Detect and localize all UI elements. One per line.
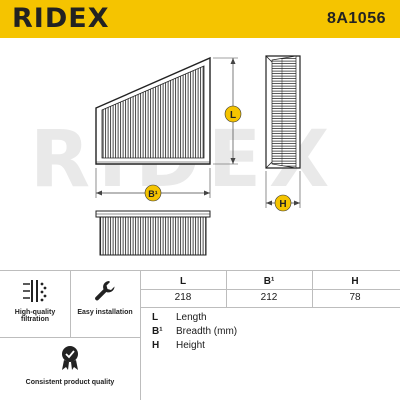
legend-text: Height	[176, 340, 205, 351]
breadth-dimension-line	[95, 168, 211, 202]
breadth-label: B¹	[148, 189, 158, 199]
feature-label: Consistent product quality	[25, 379, 115, 386]
dim-value-length: 218	[174, 292, 192, 303]
feature-footer: High-quality filtration Easy installatio…	[0, 270, 400, 400]
legend-key: B¹	[152, 326, 163, 337]
legend-text: Breadth (mm)	[176, 326, 238, 337]
header-bar: RIDEX 8A1056	[0, 0, 400, 38]
divider	[226, 271, 227, 307]
height-dimension-line	[265, 171, 301, 212]
legend-text: Length	[176, 312, 207, 323]
length-dimension-line	[213, 57, 242, 165]
dim-header-length: L	[179, 276, 187, 287]
divider	[70, 271, 71, 337]
wrench-icon	[95, 281, 115, 301]
brand-logo: RIDEX	[12, 3, 110, 34]
divider	[140, 289, 400, 290]
feature-high-quality-filtration: High-quality filtration	[4, 279, 66, 323]
feature-consistent-quality: Consistent product quality	[4, 345, 136, 386]
feature-label: filtration	[21, 316, 49, 323]
filtration-icon	[23, 280, 47, 302]
legend-key: L	[152, 312, 159, 323]
feature-easy-installation: Easy installation	[72, 279, 138, 316]
dim-value-height: 78	[349, 292, 361, 303]
dim-header-height: H	[351, 276, 359, 287]
divider	[312, 271, 313, 307]
filter-side-view	[265, 55, 301, 169]
length-label: L	[230, 110, 236, 121]
filter-bottom-view	[95, 210, 211, 256]
feature-label: Easy installation	[77, 309, 133, 316]
divider	[140, 307, 400, 308]
divider	[0, 337, 140, 338]
feature-label: High-quality	[14, 309, 56, 316]
height-label: H	[279, 199, 286, 210]
dimensions-table: L B¹ H 218 212 78 L Length B¹ Breadth (m…	[140, 271, 400, 400]
dim-header-breadth: B¹	[263, 276, 275, 287]
legend-key: H	[152, 340, 160, 351]
part-number: 8A1056	[326, 10, 386, 27]
quality-badge-icon	[62, 346, 78, 370]
dim-value-breadth: 212	[260, 292, 278, 303]
divider	[140, 271, 141, 400]
technical-drawing: L B¹ H	[95, 55, 301, 256]
filter-front-view	[95, 56, 211, 165]
